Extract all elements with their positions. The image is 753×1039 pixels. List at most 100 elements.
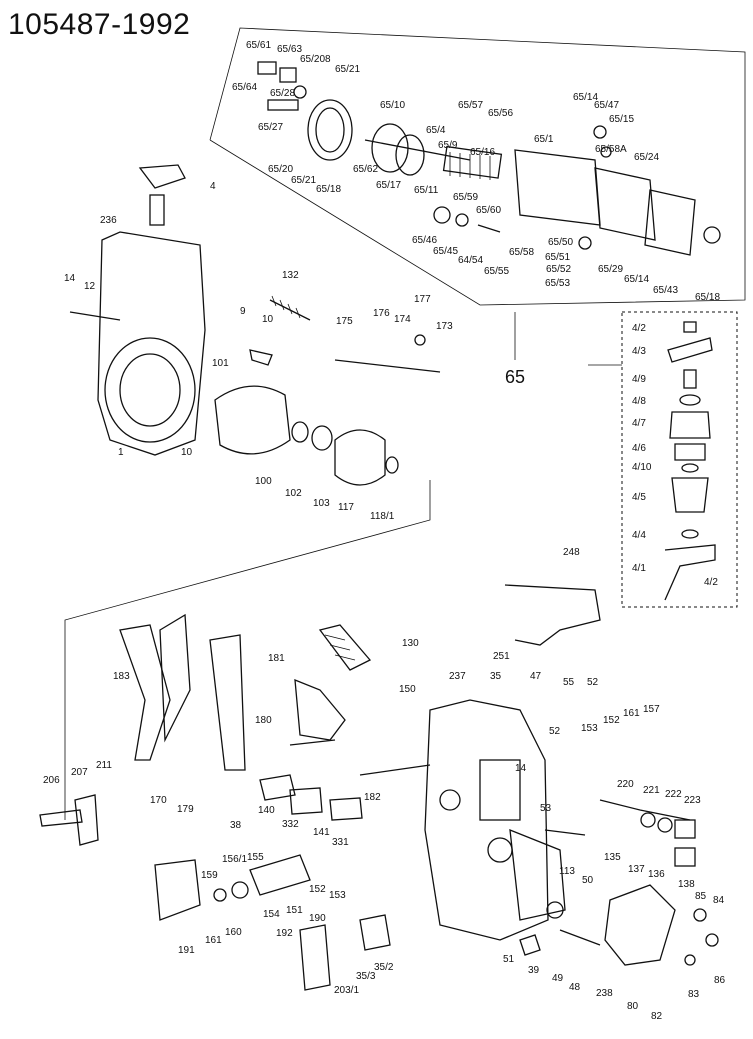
- callout-label: 220: [617, 779, 634, 790]
- callout-label: 211: [96, 760, 112, 771]
- callout-label: 4/2: [632, 323, 646, 334]
- assembly-65-label: 65: [505, 367, 525, 387]
- callout-label: 65/59: [453, 192, 478, 203]
- callout-label: 65/20: [268, 164, 293, 175]
- callout-label: 223: [684, 795, 701, 806]
- callout-label: 331: [332, 837, 349, 848]
- callout-label: 179: [177, 804, 194, 815]
- callout-label: 65/61: [246, 40, 271, 51]
- callout-label: 65/56: [488, 108, 513, 119]
- callout-label: 65/16: [470, 147, 495, 158]
- callout-label: 65/21: [291, 175, 316, 186]
- assembly-65-boundary: [209, 27, 746, 306]
- callout-label: 238: [596, 988, 613, 999]
- callout-label: 4/5: [632, 492, 646, 503]
- callout-label: 248: [563, 547, 580, 558]
- callout-label: 4/3: [632, 346, 646, 357]
- callout-label: 156/1: [222, 854, 247, 865]
- callout-label: 65/208: [300, 54, 331, 65]
- callout-label: 152: [309, 884, 326, 895]
- callout-label: 137: [628, 864, 645, 875]
- callout-label: 222: [665, 789, 682, 800]
- callout-label: 65/14: [624, 274, 649, 285]
- callout-label: 4/10: [632, 462, 652, 473]
- callout-label: 159: [201, 870, 218, 881]
- callout-label: 65/18: [695, 292, 720, 303]
- callout-label: 100: [255, 476, 272, 487]
- callout-label: 65/4: [426, 125, 446, 136]
- callout-label: 332: [282, 819, 299, 830]
- callout-label: 4/6: [632, 443, 646, 454]
- callout-label: 251: [493, 651, 510, 662]
- callout-label: 9: [240, 306, 246, 317]
- callout-label: 65/64: [232, 82, 257, 93]
- part-4-inset-boundary: [621, 311, 738, 608]
- callout-label: 101: [212, 358, 229, 369]
- callout-label: 48: [569, 982, 581, 993]
- callout-label: 180: [255, 715, 272, 726]
- callout-label: 161: [205, 935, 222, 946]
- callout-label: 117: [338, 502, 354, 513]
- callout-label: 141: [313, 827, 330, 838]
- lower-pump-body: [39, 584, 719, 991]
- callout-label: 102: [285, 488, 302, 499]
- callout-label: 161: [623, 708, 640, 719]
- callout-label: 84: [713, 895, 725, 906]
- callout-label: 65/14: [573, 92, 598, 103]
- callout-label: 236: [100, 215, 117, 226]
- callout-label: 35/3: [356, 971, 376, 982]
- callout-label: 155: [247, 852, 264, 863]
- callout-label: 65/43: [653, 285, 678, 296]
- callout-label: 65/52: [546, 264, 571, 275]
- callout-label: 150: [399, 684, 416, 695]
- callout-label: 86: [714, 975, 726, 986]
- callout-label: 82: [651, 1011, 663, 1022]
- callout-label: 65/58: [509, 247, 534, 258]
- callout-label: 65/45: [433, 246, 458, 257]
- callout-label: 65/27: [258, 122, 283, 133]
- callout-label: 118/1: [370, 511, 395, 522]
- callout-label: 182: [364, 792, 381, 803]
- callout-label: 237: [449, 671, 466, 682]
- callout-label: 138: [678, 879, 695, 890]
- callout-label: 65/1: [534, 134, 554, 145]
- callout-label: 136: [648, 869, 665, 880]
- callout-label: 64/54: [458, 255, 483, 266]
- callout-label: 221: [643, 785, 660, 796]
- callout-label: 14: [515, 763, 527, 774]
- callout-label: 152: [603, 715, 620, 726]
- callout-label: 140: [258, 805, 275, 816]
- callout-label: 65/55: [484, 266, 509, 277]
- callout-label: 12: [84, 281, 96, 292]
- callout-label: 175: [336, 316, 353, 327]
- callout-label: 65/15: [609, 114, 634, 125]
- callout-label: 35: [490, 671, 502, 682]
- callout-label: 173: [436, 321, 453, 332]
- callout-label: 65/11: [414, 185, 439, 196]
- callout-label: 4/1: [632, 563, 646, 574]
- callout-label: 80: [627, 1001, 639, 1012]
- callout-label: 103: [313, 498, 330, 509]
- callout-label: 65/46: [412, 235, 437, 246]
- callout-label: 85: [695, 891, 707, 902]
- callout-label: 183: [113, 671, 130, 682]
- callout-label: 50: [582, 875, 594, 886]
- callout-label: 1: [118, 447, 124, 458]
- callout-label: 10: [181, 447, 193, 458]
- callout-label: 38: [230, 820, 242, 831]
- callout-label: 192: [276, 928, 293, 939]
- callout-label: 157: [643, 704, 660, 715]
- diagram-title: 105487-1992: [8, 8, 191, 41]
- callout-label: 130: [402, 638, 419, 649]
- callout-label: 153: [329, 890, 346, 901]
- callout-label: 65/10: [380, 100, 405, 111]
- callout-label: 191: [178, 945, 195, 956]
- callout-label: 190: [309, 913, 326, 924]
- callout-label: 49: [552, 973, 564, 984]
- governor-housing: [69, 164, 441, 486]
- callout-label: 151: [286, 905, 303, 916]
- callout-label: 177: [414, 294, 431, 305]
- callout-label: 65/29: [598, 264, 623, 275]
